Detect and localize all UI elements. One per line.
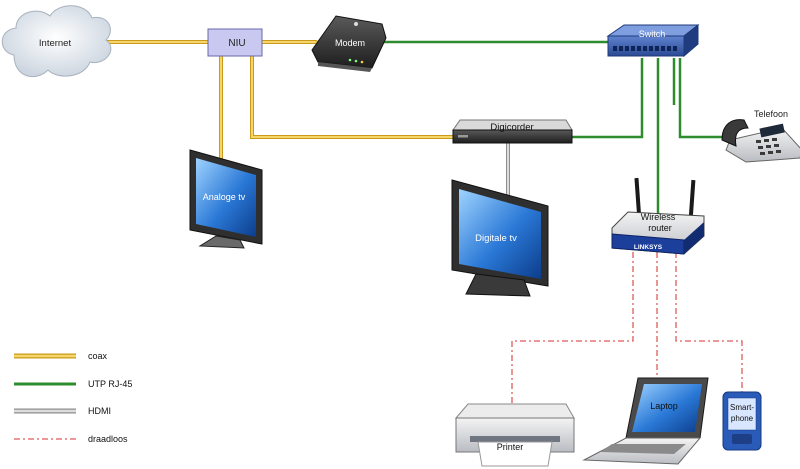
laptop-device: Laptop: [582, 377, 709, 465]
analog-tv-label: Analoge tv: [203, 192, 246, 202]
switch-label: Switch: [639, 29, 666, 39]
wireless-router-label-line2: router: [648, 223, 672, 233]
internet-cloud: Internet: [1, 5, 112, 78]
modem-label: Modem: [335, 38, 365, 48]
wireless-router-label-line1: Wireless: [641, 212, 676, 222]
printer-device: Printer: [454, 403, 575, 467]
digital-tv-label: Digitale tv: [475, 233, 517, 244]
coax-cables: [104, 40, 455, 160]
telephone-device: Telefoon: [721, 109, 800, 163]
telephone-label: Telefoon: [754, 109, 788, 119]
legend-hdmi: HDMI: [14, 406, 111, 416]
laptop-label: Laptop: [650, 401, 678, 411]
legend-hdmi-label: HDMI: [88, 406, 111, 416]
legend-utp-label: UTP RJ-45: [88, 379, 132, 389]
niu-box: NIU: [207, 28, 263, 57]
internet-label: Internet: [39, 38, 72, 49]
legend: coax UTP RJ-45 HDMI draadloos: [14, 351, 132, 444]
utp-cables: [380, 40, 730, 215]
smartphone-label-line1: Smart-: [730, 403, 754, 412]
printer-label: Printer: [497, 442, 524, 452]
wireless-router: LINKSYS Wireless router: [611, 177, 705, 255]
modem-device: Modem: [311, 15, 387, 72]
analog-tv: Analoge tv: [189, 149, 263, 249]
digital-tv: Digitale tv: [451, 179, 549, 297]
legend-wireless: draadloos: [14, 434, 128, 444]
legend-coax: coax: [14, 351, 108, 361]
wireless-links: [511, 252, 743, 406]
niu-label: NIU: [228, 38, 245, 49]
switch-device: Switch: [606, 23, 700, 58]
smartphone-device: Smart- phone: [722, 391, 762, 451]
legend-utp: UTP RJ-45: [14, 379, 132, 389]
router-brand-label: LINKSYS: [634, 244, 663, 251]
legend-wireless-label: draadloos: [88, 434, 128, 444]
legend-coax-label: coax: [88, 351, 108, 361]
smartphone-label-line2: phone: [731, 414, 754, 423]
digicorder-label: Digicorder: [490, 122, 533, 133]
digicorder-device: Digicorder: [452, 119, 573, 144]
